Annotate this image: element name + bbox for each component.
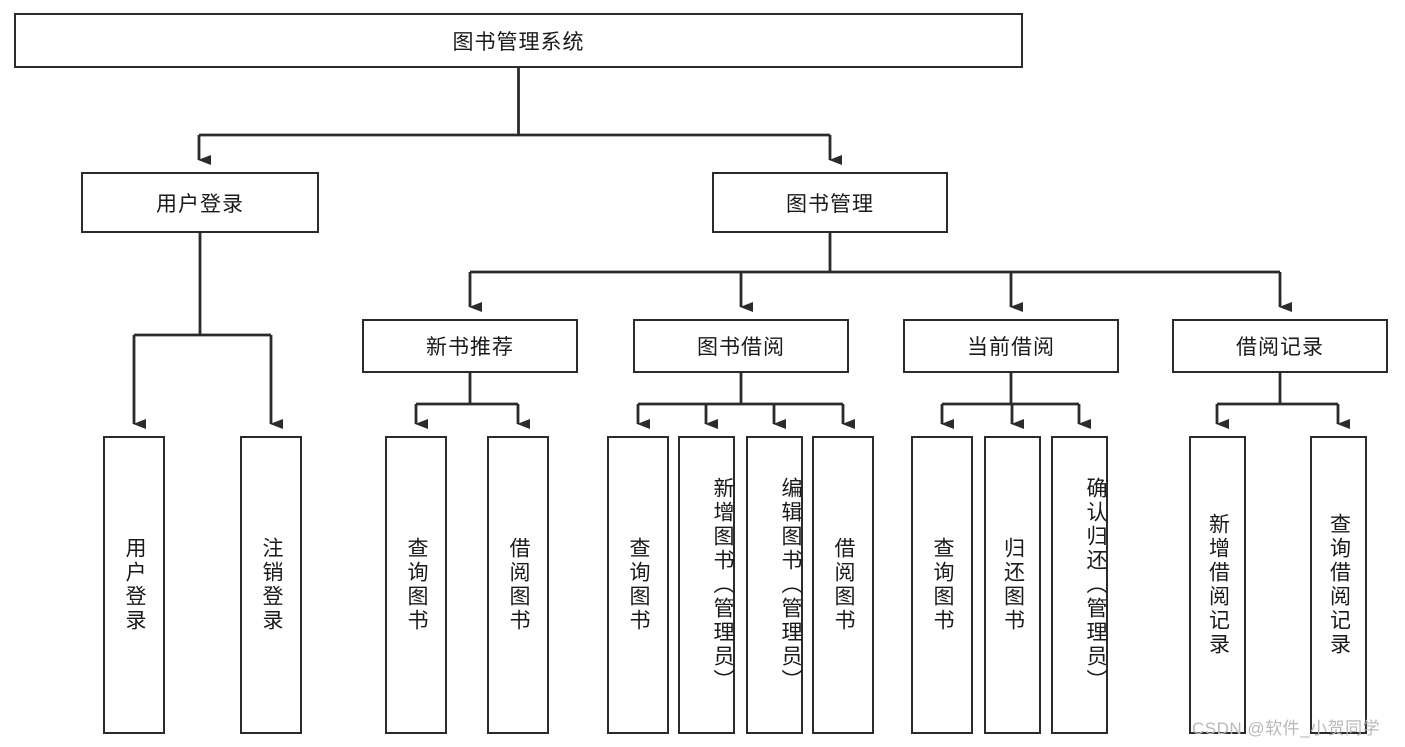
node-leaf-query-borrow-record-label: 查询借阅记录: [1327, 513, 1351, 657]
node-leaf-confirm-return-label: 确认归还（管理员）: [1084, 477, 1107, 693]
node-leaf-edit-book[interactable]: 编辑图书（管理员）: [746, 436, 803, 734]
node-book-manage[interactable]: 图书管理: [712, 172, 948, 233]
node-leaf-return-book-label: 归还图书: [1001, 537, 1025, 633]
node-leaf-borrow-book[interactable]: 借阅图书: [812, 436, 874, 734]
node-book-borrow[interactable]: 图书借阅: [633, 319, 849, 373]
node-leaf-user-login-label: 用户登录: [123, 537, 147, 633]
node-leaf-query-book-cur-label: 查询图书: [931, 537, 955, 633]
node-leaf-query-book-rec-label: 查询图书: [405, 537, 429, 633]
node-current-borrow[interactable]: 当前借阅: [903, 319, 1119, 373]
node-book-borrow-label: 图书借阅: [697, 336, 785, 359]
node-user-login[interactable]: 用户登录: [81, 172, 319, 233]
node-leaf-edit-book-label: 编辑图书（管理员）: [779, 477, 802, 693]
node-current-borrow-label: 当前借阅: [967, 336, 1055, 359]
node-leaf-user-login[interactable]: 用户登录: [103, 436, 165, 734]
node-leaf-query-borrow-record[interactable]: 查询借阅记录: [1310, 436, 1367, 734]
node-borrow-record-label: 借阅记录: [1236, 336, 1324, 359]
node-borrow-record[interactable]: 借阅记录: [1172, 319, 1388, 373]
node-leaf-query-book-borrow-label: 查询图书: [627, 537, 651, 633]
node-book-manage-label: 图书管理: [786, 192, 874, 216]
node-leaf-query-book-borrow[interactable]: 查询图书: [607, 436, 669, 734]
node-leaf-query-book-rec[interactable]: 查询图书: [385, 436, 447, 734]
node-leaf-borrow-book-label: 借阅图书: [832, 537, 856, 633]
node-leaf-add-book-label: 新增图书（管理员）: [711, 477, 734, 693]
node-leaf-borrow-book-rec-label: 借阅图书: [507, 537, 531, 633]
node-leaf-query-book-cur[interactable]: 查询图书: [911, 436, 973, 734]
node-leaf-confirm-return[interactable]: 确认归还（管理员）: [1051, 436, 1108, 734]
node-leaf-borrow-book-rec[interactable]: 借阅图书: [487, 436, 549, 734]
node-leaf-add-book[interactable]: 新增图书（管理员）: [678, 436, 735, 734]
node-new-book-rec[interactable]: 新书推荐: [362, 319, 578, 373]
node-leaf-add-borrow-record-label: 新增借阅记录: [1206, 513, 1230, 657]
node-root-label: 图书管理系统: [452, 30, 585, 54]
node-leaf-return-book[interactable]: 归还图书: [984, 436, 1041, 734]
node-leaf-logout-label: 注销登录: [260, 537, 284, 633]
node-leaf-add-borrow-record[interactable]: 新增借阅记录: [1189, 436, 1246, 734]
node-root[interactable]: 图书管理系统: [14, 13, 1023, 68]
csdn-watermark: CSDN @软件_小贺同学: [1192, 719, 1381, 738]
node-user-login-label: 用户登录: [156, 192, 244, 216]
node-new-book-rec-label: 新书推荐: [426, 336, 514, 359]
node-leaf-logout[interactable]: 注销登录: [240, 436, 302, 734]
